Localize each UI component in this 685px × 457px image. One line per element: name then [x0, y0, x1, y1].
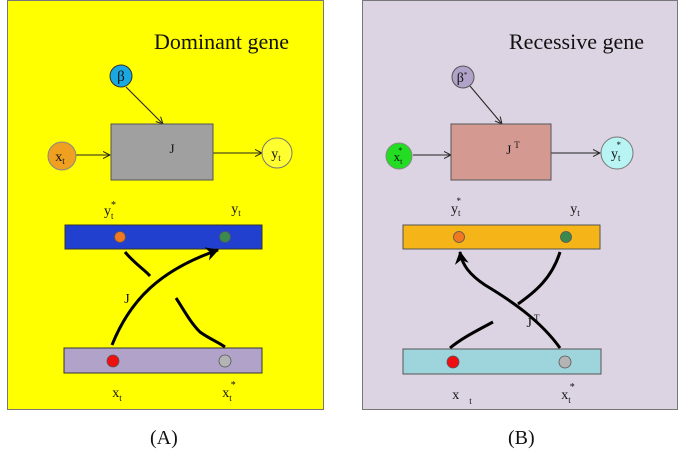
panel-dominant-gene: Dominant gene: [7, 0, 324, 410]
panel-recessive-gene: Recessive gene: [362, 0, 678, 410]
caption-b: (B): [508, 427, 535, 449]
caption-a: (A): [150, 427, 178, 449]
panel-b-title: Recessive gene: [509, 29, 644, 54]
panel-a-title: Dominant gene: [154, 29, 290, 54]
